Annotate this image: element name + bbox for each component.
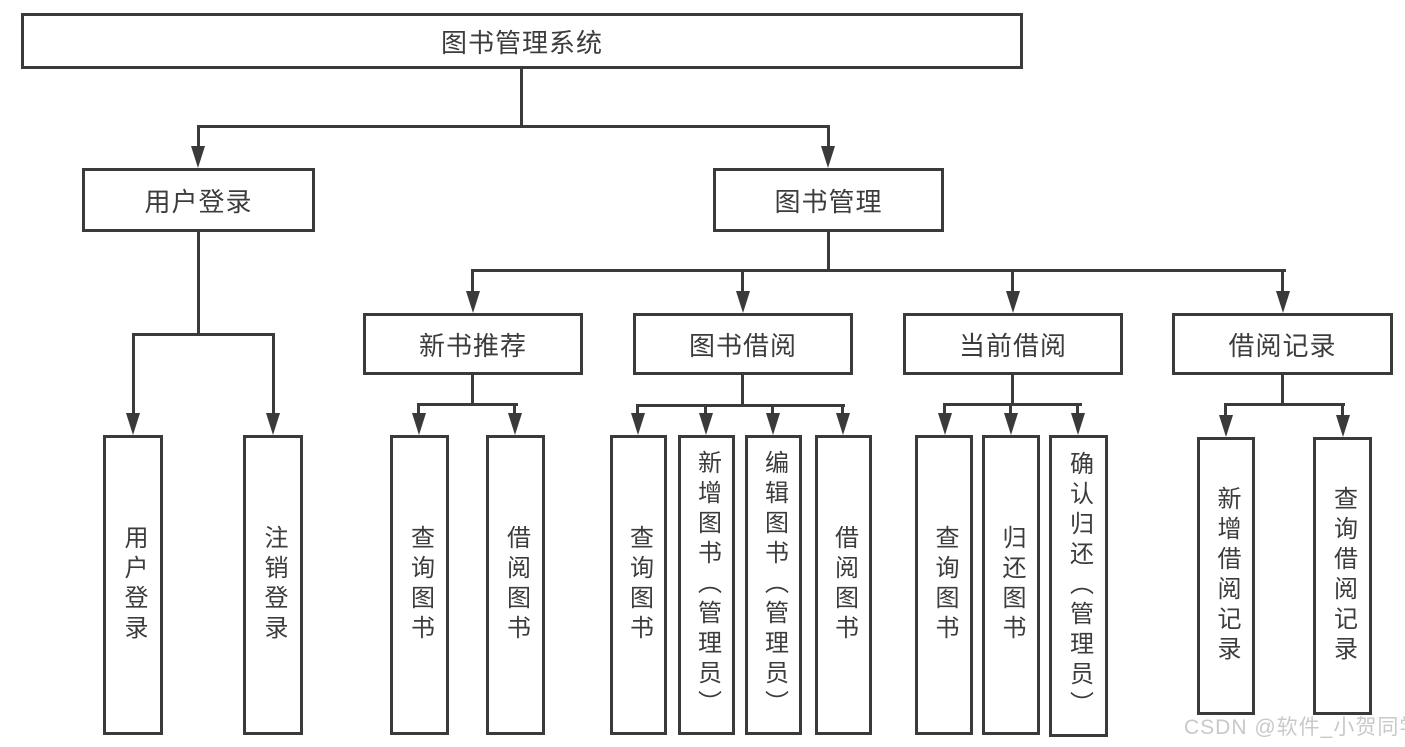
leaf-borrow-books-recommend-label: 借阅图书 [502,525,530,645]
connector-line [132,335,135,415]
arrowhead-down-icon [699,413,713,435]
leaf-edit-book-admin-label: 编辑图书（管理员） [760,450,788,720]
connector-line [417,403,518,406]
connector-line [841,406,844,415]
leaf-user-login: 用户登录 [103,435,163,735]
arrowhead-down-icon [1006,291,1020,313]
leaf-query-borrow-record-label: 查询借阅记录 [1329,486,1357,666]
connector-line [197,125,830,128]
arrowhead-down-icon [1004,413,1018,435]
node-library-system: 图书管理系统 [21,13,1023,69]
leaf-confirm-return-admin: 确认归还（管理员） [1049,435,1108,737]
arrowhead-down-icon [266,413,280,435]
node-user-login-label: 用户登录 [144,186,253,217]
node-current-borrowing: 当前借阅 [903,313,1123,375]
leaf-add-borrow-record-label: 新增借阅记录 [1213,486,1240,666]
connector-line [1009,405,1012,415]
connector-line [197,232,200,335]
node-user-login: 用户登录 [82,168,315,232]
node-book-borrowing: 图书借阅 [633,313,853,375]
connector-line [132,333,275,336]
node-current-borrowing-label: 当前借阅 [958,330,1067,361]
arrowhead-down-icon [631,413,645,435]
leaf-return-books: 归还图书 [982,435,1040,735]
arrowhead-down-icon [836,413,850,435]
connector-line [1341,405,1344,417]
leaf-query-borrow-record: 查询借阅记录 [1313,437,1372,715]
leaf-edit-book-admin: 编辑图书（管理员） [745,435,802,735]
leaf-logout: 注销登录 [243,435,303,735]
connector-line [943,405,946,415]
connector-line [471,375,474,405]
leaf-borrow-books-recommend: 借阅图书 [486,435,545,735]
leaf-query-books-current-label: 查询图书 [931,525,958,645]
csdn-watermark: CSDN @软件_小贺同学 [1184,716,1405,739]
arrowhead-down-icon [1276,291,1290,313]
connector-line [1224,403,1345,406]
connector-line [636,404,845,407]
leaf-add-book-admin: 新增图书（管理员） [678,435,735,735]
connector-line [520,69,523,127]
arrowhead-down-icon [466,291,480,313]
connector-line [741,271,744,293]
connector-line [513,405,516,415]
node-book-management-label: 图书管理 [774,186,883,217]
node-borrowing-records-label: 借阅记录 [1228,330,1337,361]
connector-line [471,269,1286,272]
arrowhead-down-icon [736,291,750,313]
connector-line [704,406,707,415]
leaf-query-books-borrowing: 查询图书 [610,435,667,735]
connector-line [1011,375,1014,405]
arrowhead-down-icon [1336,415,1350,437]
connector-line [827,232,830,271]
connector-line [1281,271,1284,293]
connector-line [471,271,474,293]
arrowhead-down-icon [766,413,780,435]
node-borrowing-records: 借阅记录 [1172,313,1393,375]
node-book-management: 图书管理 [713,168,944,232]
connector-line [771,406,774,415]
arrowhead-down-icon [1219,415,1233,437]
leaf-add-borrow-record: 新增借阅记录 [1197,437,1255,715]
connector-line [1011,271,1014,293]
leaf-query-books-borrowing-label: 查询图书 [625,525,653,645]
arrowhead-down-icon [191,146,205,168]
leaf-user-login-label: 用户登录 [120,525,147,645]
connector-line [1281,375,1284,405]
connector-line [943,403,1082,406]
node-new-book-recommend-label: 新书推荐 [418,330,527,361]
arrowhead-down-icon [508,413,522,435]
leaf-query-books-recommend: 查询图书 [390,435,449,735]
node-book-borrowing-label: 图书借阅 [688,330,797,361]
leaf-confirm-return-admin-label: 确认归还（管理员） [1065,451,1093,721]
connector-line [741,375,744,406]
connector-line [827,127,830,148]
connector-line [417,405,420,415]
leaf-borrow-books-borrowing-label: 借阅图书 [830,525,858,645]
arrowhead-down-icon [821,146,835,168]
leaf-logout-label: 注销登录 [260,525,287,645]
leaf-borrow-books-borrowing: 借阅图书 [815,435,872,735]
arrowhead-down-icon [126,413,140,435]
leaf-query-books-current: 查询图书 [915,435,973,735]
leaf-query-books-recommend-label: 查询图书 [406,525,434,645]
arrowhead-down-icon [412,413,426,435]
connector-line [1224,405,1227,417]
node-new-book-recommend: 新书推荐 [363,313,583,375]
connector-line [1076,405,1079,415]
connector-line [272,335,275,415]
arrowhead-down-icon [1071,413,1085,435]
node-library-system-label: 图书管理系统 [440,27,603,58]
connector-line [197,127,200,148]
leaf-return-books-label: 归还图书 [998,525,1025,645]
connector-line [636,406,639,415]
arrowhead-down-icon [938,413,952,435]
leaf-add-book-admin-label: 新增图书（管理员） [693,450,721,720]
